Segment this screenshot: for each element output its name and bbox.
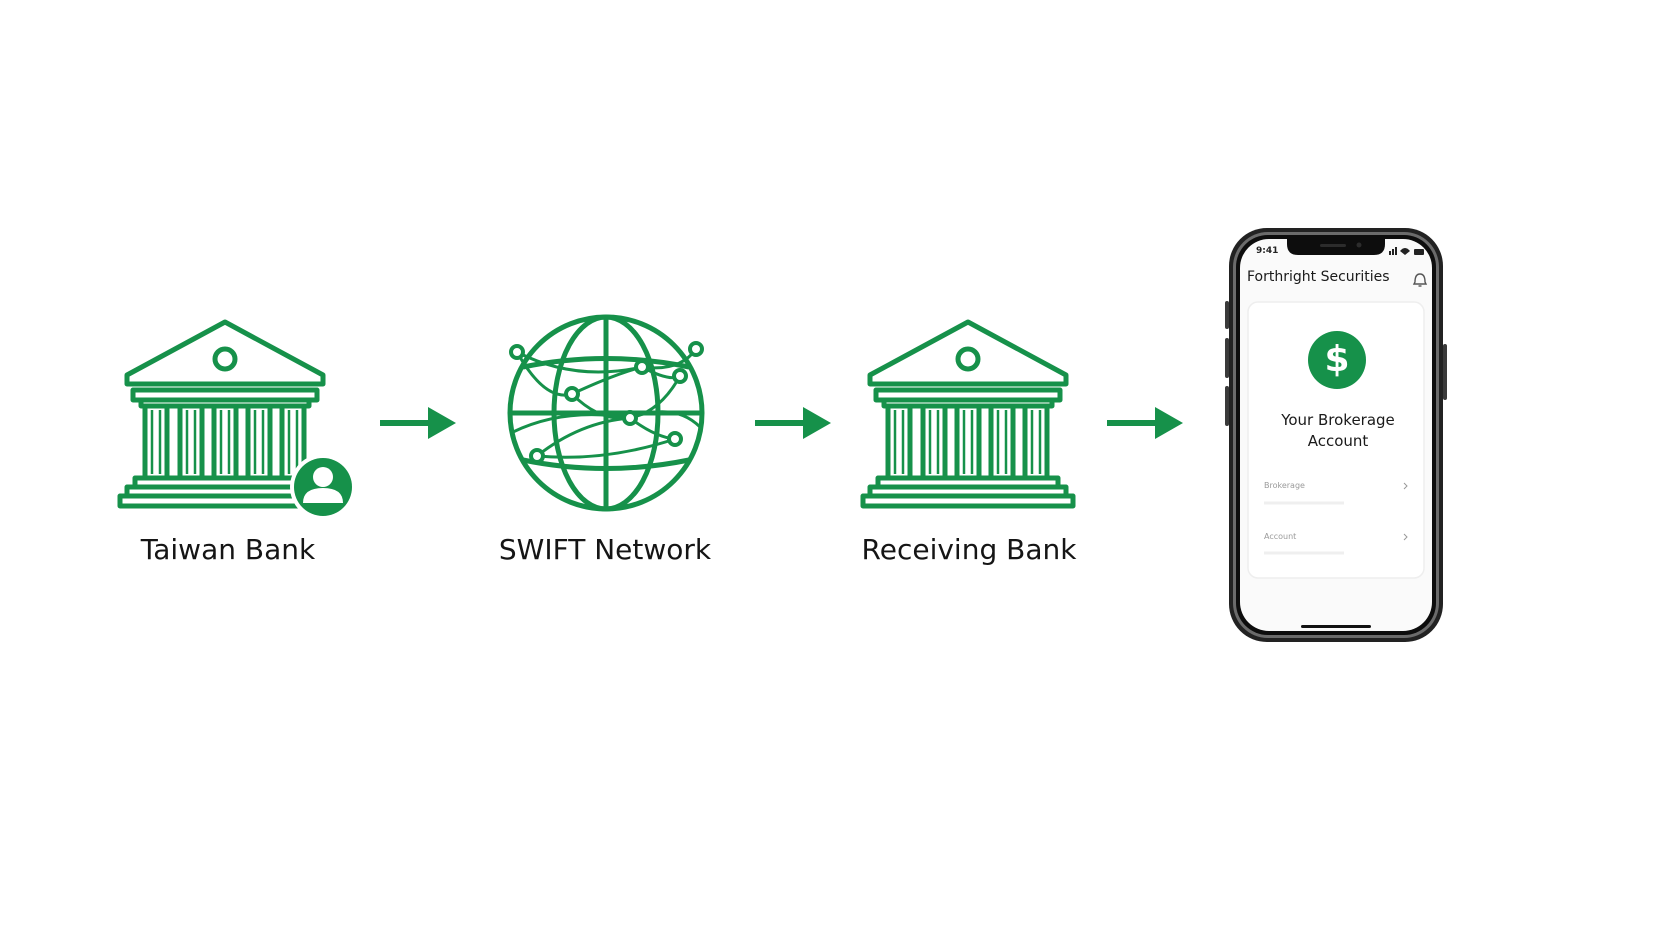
account-row-label[interactable]: Brokerage <box>1264 481 1305 490</box>
arrow-right-icon <box>755 407 831 439</box>
status-time: 9:41 <box>1256 246 1279 256</box>
dollar-icon: $ <box>1324 339 1350 380</box>
arrow-right-icon <box>380 407 456 439</box>
globe-network-icon <box>507 314 705 512</box>
account-row-label[interactable]: Account <box>1264 532 1297 541</box>
app-title: Forthright Securities <box>1247 269 1390 285</box>
bell-icon <box>1412 273 1428 287</box>
bank-icon <box>860 319 1076 509</box>
arrow-right-icon <box>1107 407 1183 439</box>
node-label-swift-network: SWIFT Network <box>498 533 712 566</box>
node-label-receiving-bank: Receiving Bank <box>861 533 1077 566</box>
node-label-taiwan-bank: Taiwan Bank <box>140 533 316 566</box>
card-title: Your Brokerage Account <box>1281 411 1395 450</box>
bank-with-user-icon <box>117 319 356 520</box>
smartphone-mockup <box>1225 228 1447 642</box>
